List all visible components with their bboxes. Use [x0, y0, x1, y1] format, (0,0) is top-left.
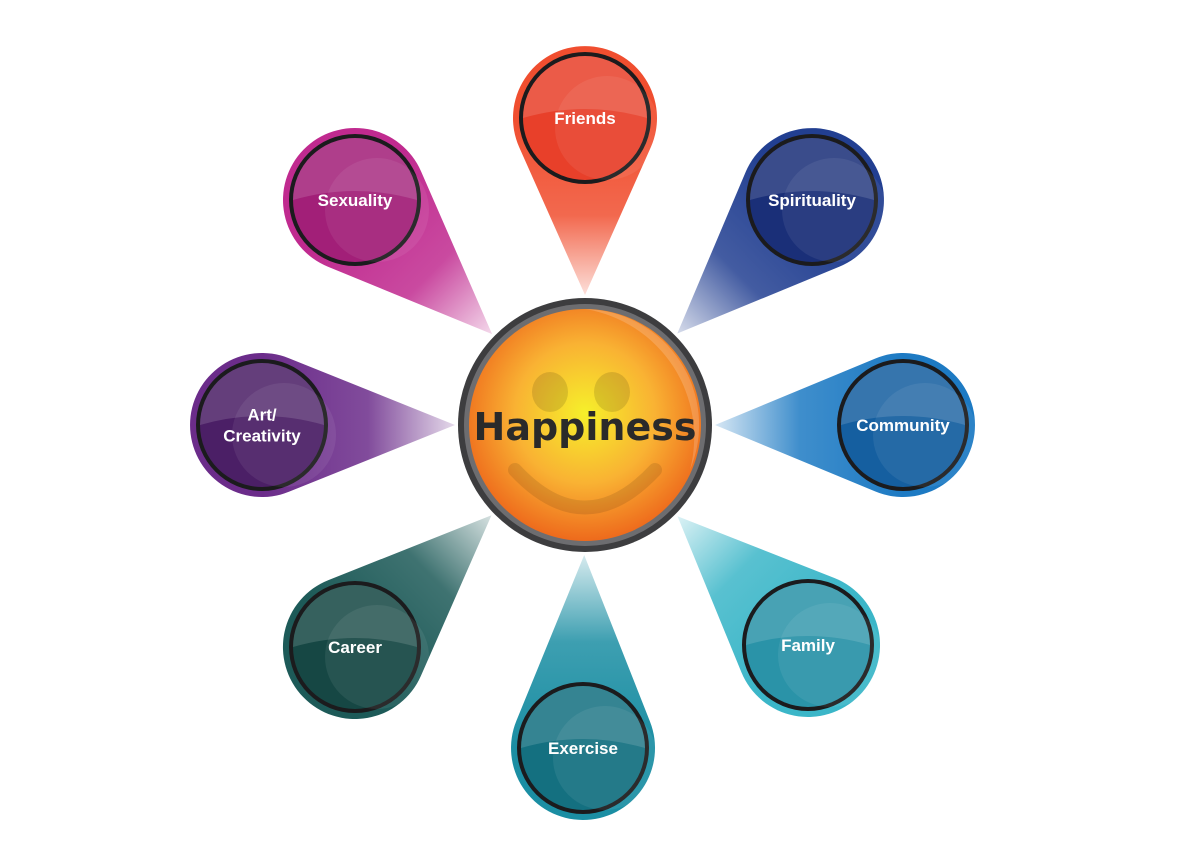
petal-disc-friends — [523, 56, 647, 180]
petal-group: FriendsSpiritualityCommunityFamilyExerci… — [190, 46, 977, 821]
petal-gloss-art — [200, 363, 324, 425]
petal-gloss-exercise — [521, 686, 645, 748]
petal-sheen-friends — [555, 76, 659, 180]
smiley-mouth — [508, 463, 662, 515]
petal-label-sexuality: Sexuality — [318, 191, 393, 210]
petal-friends: Friends — [513, 46, 659, 296]
petal-sheen-art — [232, 383, 336, 487]
petal-label-line: Sexuality — [318, 191, 393, 210]
petal-career: Career — [282, 515, 492, 720]
smiley-right-eye — [594, 372, 630, 412]
petal-label-community: Community — [856, 416, 950, 435]
petal-sheen-spirituality — [782, 158, 886, 262]
petal-disc-spirituality — [750, 138, 874, 262]
center-hub: Happiness — [458, 298, 712, 552]
petal-label-line: Creativity — [223, 427, 301, 446]
petal-gloss-career — [293, 585, 417, 647]
petal-gloss-sexuality — [293, 138, 417, 200]
petal-sexuality: Sexuality — [283, 127, 493, 335]
petal-disc-sexuality — [293, 138, 417, 262]
petal-exercise: Exercise — [511, 555, 657, 821]
petal-disc-exercise — [521, 686, 645, 810]
smiley-left-eye — [532, 372, 568, 412]
petal-art: Art/Creativity — [190, 353, 455, 498]
petal-label-line: Spirituality — [768, 191, 856, 210]
petal-gloss-spirituality — [750, 138, 874, 200]
petal-label-family: Family — [781, 636, 835, 655]
petal-label-spirituality: Spirituality — [768, 191, 856, 210]
petal-label-line: Exercise — [548, 739, 618, 758]
petal-gloss-community — [841, 363, 965, 425]
petal-label-line: Family — [781, 636, 835, 655]
petal-community: Community — [715, 353, 977, 497]
center-title: Happiness — [474, 405, 697, 449]
center-gloss — [585, 309, 700, 470]
petal-sheen-sexuality — [325, 158, 429, 262]
petal-gloss-family — [746, 583, 870, 645]
petal-sheen-exercise — [553, 706, 657, 810]
petal-label-line: Community — [856, 416, 950, 435]
petal-label-exercise: Exercise — [548, 739, 618, 758]
petal-sheen-family — [778, 603, 882, 707]
petal-label-friends: Friends — [554, 109, 615, 128]
petal-gloss-friends — [523, 56, 647, 118]
petal-label-line: Career — [328, 638, 382, 657]
petal-label-art: Art/Creativity — [223, 406, 301, 446]
center-disc — [469, 309, 701, 541]
petal-disc-family — [746, 583, 870, 707]
petal-label-line: Friends — [554, 109, 615, 128]
petal-disc-art — [200, 363, 324, 487]
petal-label-career: Career — [328, 638, 382, 657]
petal-label-line: Art/ — [247, 406, 277, 425]
petal-family: Family — [677, 516, 882, 717]
petal-disc-community — [841, 363, 965, 487]
petal-sheen-career — [325, 605, 429, 709]
petal-sheen-community — [873, 383, 977, 487]
petal-spirituality: Spirituality — [677, 128, 886, 334]
petal-disc-career — [293, 585, 417, 709]
